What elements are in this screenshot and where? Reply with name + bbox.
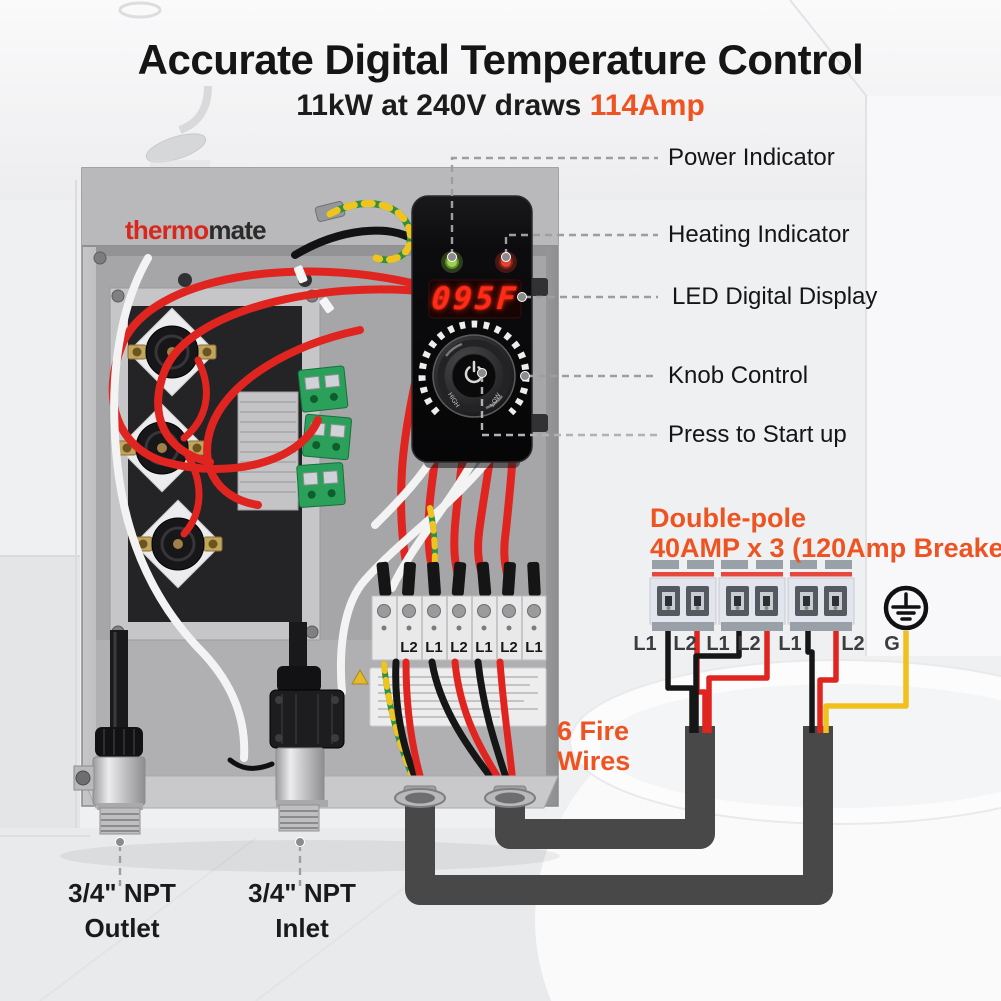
strip-label: L1 <box>425 639 443 656</box>
sensor-cable <box>227 757 275 771</box>
strip-label: L2 <box>400 639 418 656</box>
breaker-title: Double-pole 40AMP x 3 (120Amp Breaker) <box>650 503 1001 563</box>
breaker-terminal-label: L2 <box>737 633 761 655</box>
conduit-b <box>405 726 833 905</box>
breaker-panel <box>649 560 929 631</box>
wire-ground-yellow <box>823 631 909 733</box>
brand-mate: mate <box>208 215 266 245</box>
inlet-pipe <box>227 622 345 832</box>
leader-dots <box>115 252 530 847</box>
breaker-3 <box>787 560 855 631</box>
black-cable <box>291 226 418 259</box>
ceiling-light <box>118 1 162 19</box>
strip-label: L2 <box>500 639 518 656</box>
led-display-value: 095F <box>430 281 520 317</box>
ground-wire-top <box>326 200 414 264</box>
wire-l1-black <box>805 631 815 733</box>
wire-l1-black <box>693 631 742 733</box>
breaker-terminal-label: L2 <box>673 633 697 655</box>
fire-wires-label: 6 Fire Wires <box>557 716 630 776</box>
strip-label: L2 <box>450 639 468 656</box>
breaker-2 <box>718 560 786 631</box>
breaker-terminal-label: L1 <box>778 633 802 655</box>
wires-to-conduits <box>381 658 517 790</box>
ground-symbol <box>883 585 929 631</box>
wire-l1-black <box>665 631 695 733</box>
breaker-title-line1: Double-pole <box>650 503 806 533</box>
strip-label: L1 <box>525 639 543 656</box>
breaker-terminal-label: L2 <box>841 633 865 655</box>
conduit-a <box>495 726 715 849</box>
leader-lines <box>118 156 658 886</box>
breaker-terminal-label: L1 <box>706 633 730 655</box>
green-terminal <box>297 365 349 413</box>
inlet-label-line1: 3/4" NPT <box>248 878 356 908</box>
outlet-label: 3/4" NPT Outlet <box>68 876 176 946</box>
conduit-fittings <box>394 785 536 808</box>
ground-terminal-label: G <box>884 633 900 655</box>
brand-therm: therm <box>125 215 194 245</box>
leader-heating <box>504 233 658 256</box>
terminal-strip: L2 L1 L2 L1 L2 L1 <box>371 561 547 661</box>
wire-l2-red <box>817 631 839 733</box>
leader-press <box>480 375 658 437</box>
subtitle-prefix: 11kW at 240V draws <box>296 89 590 122</box>
strip-label: L1 <box>475 639 493 656</box>
breaker-terminal-label: L1 <box>633 633 657 655</box>
annotation-led-display: LED Digital Display <box>672 283 878 310</box>
leader-power <box>450 156 658 256</box>
bathtub <box>535 659 1001 1001</box>
flame-icon: o <box>193 215 209 245</box>
annotation-heating-indicator: Heating Indicator <box>668 221 850 248</box>
screw <box>178 273 192 287</box>
subtitle-amp: 114Amp <box>589 89 705 122</box>
outlet-label-line2: Outlet <box>84 913 160 943</box>
heater-unit: L2 L1 L2 L1 L2 L1 <box>73 167 559 835</box>
strip-screws <box>377 604 541 631</box>
annotation-power-indicator: Power Indicator <box>668 144 835 171</box>
breaker-1 <box>649 560 717 631</box>
page-subtitle: 11kW at 240V draws 114Amp <box>0 89 1001 123</box>
conduits <box>405 726 833 905</box>
annotation-knob-control: Knob Control <box>668 362 809 389</box>
breaker-wires <box>665 631 909 733</box>
page-title: Accurate Digital Temperature Control <box>137 36 864 83</box>
annotation-press-start: Press to Start up <box>668 421 847 448</box>
wire-caps <box>376 561 541 597</box>
fire-wires-line2: Wires <box>557 746 631 776</box>
breaker-title-line2: 40AMP x 3 (120Amp Breaker) <box>650 533 1001 563</box>
inlet-label-line2: Inlet <box>275 913 329 943</box>
fire-wires-line1: 6 Fire <box>557 716 630 746</box>
strip-labels: L2 L1 L2 L1 L2 L1 <box>400 639 543 656</box>
wire-l2-red <box>706 631 770 733</box>
knob-control: HIGH LOW <box>418 320 530 418</box>
unit-shadow <box>60 840 560 872</box>
outlet-pipe <box>73 630 146 835</box>
warning-icon <box>351 668 369 685</box>
inlet-label: 3/4" NPT Inlet <box>248 876 356 946</box>
green-terminal <box>296 462 346 508</box>
outlet-label-line1: 3/4" NPT <box>68 878 176 908</box>
thermostat <box>133 499 223 589</box>
brand-logo: thermomate <box>125 215 267 246</box>
control-panel: HIGH LOW <box>411 195 548 468</box>
